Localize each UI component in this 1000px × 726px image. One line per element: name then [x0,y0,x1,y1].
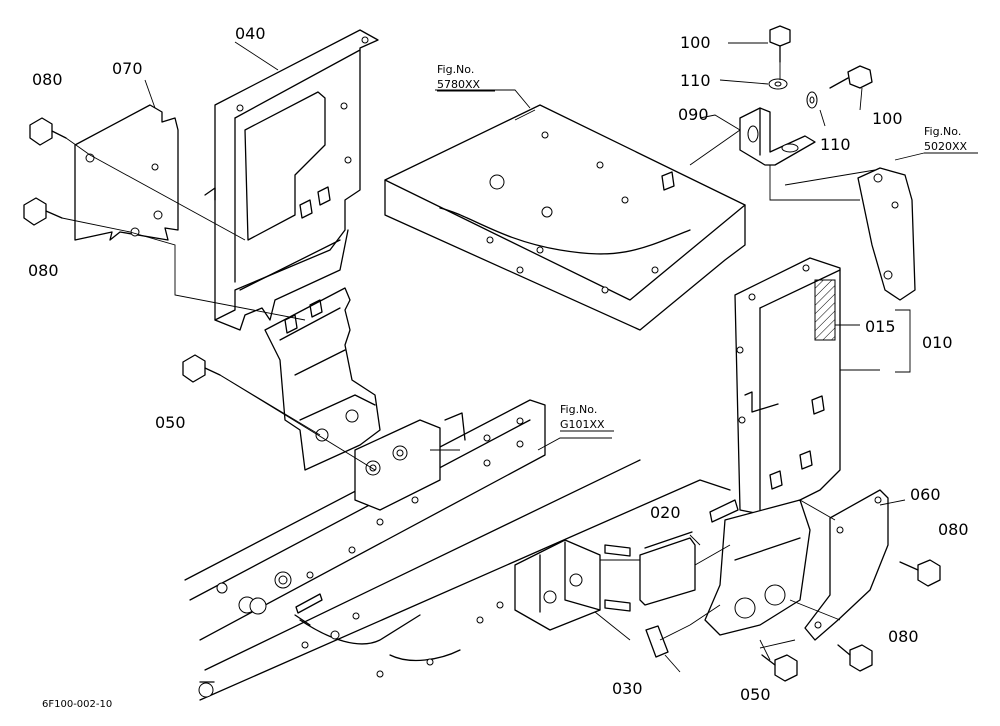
callout-080: 080 [938,520,969,539]
callout-100: 100 [872,109,903,128]
plate-020 [639,531,696,606]
post-010 [709,257,841,523]
figure-ref-label: Fig.No. [560,403,597,416]
figure-reference-G101: Fig.No. G101XX [560,403,614,432]
callout-040: 040 [235,24,266,43]
figure-ref-number: G101XX [560,418,605,431]
bolt-100-top [769,25,791,63]
bolt-080-right-upper [899,559,941,587]
drawing-code: 6F100-002-10 [42,699,112,710]
callout-010: 010 [922,333,953,352]
callout-110: 110 [820,135,851,154]
figure-ref-label: Fig.No. [437,63,474,76]
plate-070 [74,104,179,241]
bolt-100-right [829,65,873,89]
callout-110: 110 [680,71,711,90]
figure-ref-number: 5020XX [924,140,968,153]
figure-ref-label: Fig.No. [924,125,961,138]
callout-020: 020 [650,503,681,522]
callout-080: 080 [32,70,63,89]
washer-110-top [768,78,788,90]
washer-110-right [806,91,818,109]
bracket-090 [739,107,816,166]
callout-090: 090 [678,105,709,124]
platform-5780 [384,104,746,331]
figure-reference-5020: Fig.No. 5020XX [894,125,978,161]
bolt-080-right-lower [837,644,873,672]
callout-080: 080 [888,627,919,646]
rail-bracket [514,539,631,631]
frame-rail [184,399,731,701]
bracket-040 [204,29,379,331]
callout-070: 070 [112,59,143,78]
support-arm [264,287,381,471]
foot-010 [704,499,811,636]
nut-bracket [354,412,466,511]
leader-lines [61,41,911,673]
bolt-080-upper [29,117,67,146]
callout-080: 080 [28,261,59,280]
callout-015: 015 [865,317,896,336]
callout-050: 050 [740,685,771,704]
figure-ref-number: 5780XX [437,78,481,91]
callout-030: 030 [612,679,643,698]
plate-060 [804,489,889,641]
bolt-080-lower [23,197,63,226]
bolt-050-right [761,654,798,682]
callout-050: 050 [155,413,186,432]
callout-100: 100 [680,33,711,52]
bolt-050-left [182,354,221,383]
callout-060: 060 [910,485,941,504]
plate-5020 [857,167,916,301]
figure-reference-5780: Fig.No. 5780XX [437,63,495,92]
pad-030 [645,625,669,658]
callout-labels: 040 070 080 080 050 100 110 090 110 100 … [28,24,969,704]
